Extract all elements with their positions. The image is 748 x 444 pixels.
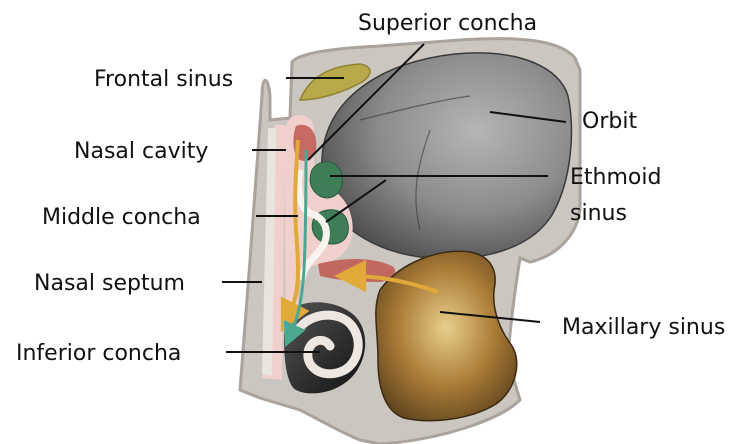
- label-nasal-cavity: Nasal cavity: [74, 139, 208, 164]
- label-nasal-septum: Nasal septum: [34, 271, 185, 296]
- label-inferior-concha: Inferior concha: [16, 341, 181, 366]
- label-superior-concha: Superior concha: [358, 11, 537, 36]
- maxillary-sinus-region: [376, 251, 517, 420]
- label-frontal-sinus: Frontal sinus: [94, 67, 233, 92]
- ethmoid-cell-upper: [310, 162, 342, 198]
- label-orbit: Orbit: [582, 109, 637, 134]
- label-maxillary-sinus: Maxillary sinus: [562, 315, 725, 340]
- label-ethmoid-line2: sinus: [570, 201, 627, 226]
- label-ethmoid-line1: Ethmoid: [570, 165, 661, 190]
- label-middle-concha: Middle concha: [42, 205, 201, 230]
